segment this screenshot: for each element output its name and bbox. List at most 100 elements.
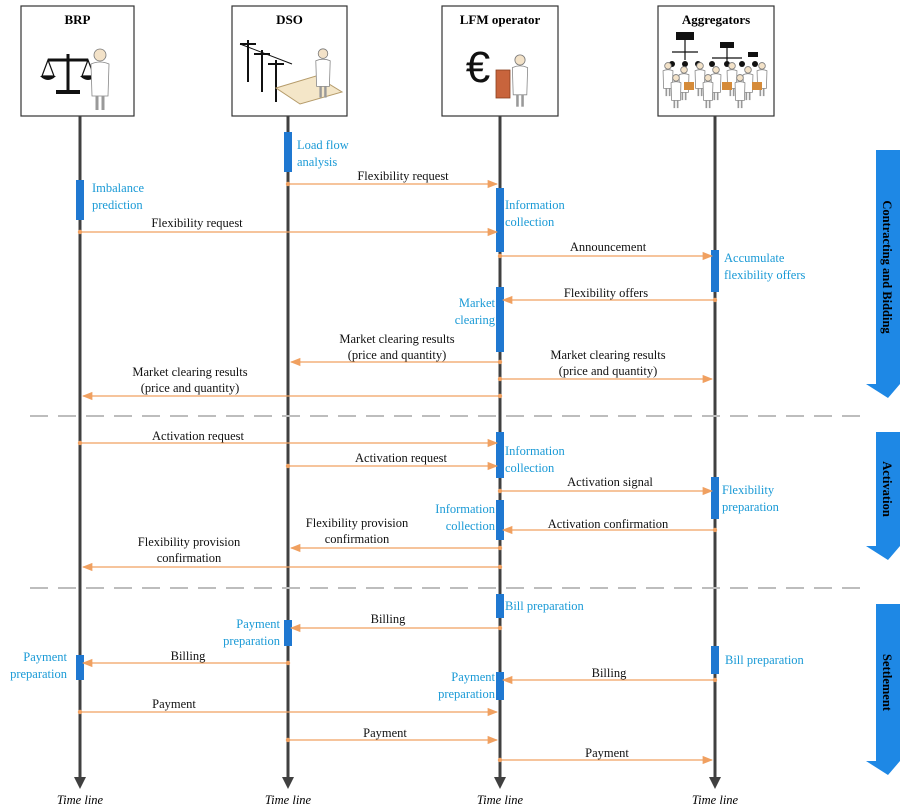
timeline-label: Time line <box>692 793 739 807</box>
timeline-label: Time line <box>265 793 312 807</box>
actor-dso: DSO <box>231 5 348 117</box>
message-label: confirmation <box>157 551 222 565</box>
timeline-label: Time line <box>57 793 104 807</box>
message-arrow: Billing <box>501 666 718 685</box>
message-label: Market clearing results <box>550 348 665 362</box>
message-arrow: Billing <box>81 649 291 668</box>
activity-bar <box>711 250 719 292</box>
message-label: Announcement <box>570 240 647 254</box>
message-arrow: Payment <box>77 697 499 717</box>
activity-bar <box>76 655 84 680</box>
activity-bar <box>496 594 504 618</box>
message-label: Flexibility request <box>357 169 449 183</box>
message-label: Activation confirmation <box>548 517 669 531</box>
message-label: Market clearing results <box>132 365 247 379</box>
timeline-label: Time line <box>477 793 524 807</box>
activity-label: Information <box>505 444 565 458</box>
euro-person-icon: € <box>466 43 529 107</box>
message-arrow: Billing <box>289 612 503 633</box>
message-arrow: Flexibility request <box>77 216 499 237</box>
activity-label: Imbalance <box>92 181 145 195</box>
message-arrow: Market clearing results (price and quanti… <box>497 348 714 384</box>
activity-label: Flexibility <box>722 483 775 497</box>
activity-bar <box>711 646 719 674</box>
message-label: (price and quantity) <box>348 348 447 362</box>
activity-bar <box>496 672 504 700</box>
activity-label: preparation <box>438 687 496 701</box>
message-label: Flexibility request <box>151 216 243 230</box>
activity-label: collection <box>446 519 496 533</box>
message-label: Market clearing results <box>339 332 454 346</box>
activity-label: Information <box>505 198 565 212</box>
phase-label: Activation <box>880 461 894 517</box>
activity-label: collection <box>505 461 555 475</box>
actor-label: DSO <box>276 12 303 27</box>
activity-bar <box>496 188 504 252</box>
activity-label: preparation <box>10 667 68 681</box>
message-label: Activation request <box>152 429 245 443</box>
activity-label: Payment <box>451 670 495 684</box>
activity-label: flexibility offers <box>724 268 805 282</box>
activity-label: collection <box>505 215 555 229</box>
power-grid-person-icon <box>239 40 344 105</box>
activity-label: Information <box>435 502 495 516</box>
activity-label: clearing <box>455 313 496 327</box>
activity-label: analysis <box>297 155 337 169</box>
message-label: Activation request <box>355 451 448 465</box>
message-label: confirmation <box>325 532 390 546</box>
message-arrow: Activation confirmation <box>501 517 718 535</box>
message-label: Flexibility offers <box>564 286 648 300</box>
message-label: (price and quantity) <box>559 364 658 378</box>
lifeline: Time line <box>265 116 312 807</box>
message-arrow: Flexibility provision confirmation <box>81 535 503 572</box>
message-label: Activation signal <box>567 475 653 489</box>
message-label: Billing <box>371 612 406 626</box>
message-label: Billing <box>171 649 206 663</box>
activity-bar <box>496 432 504 478</box>
message-arrow: Flexibility provision confirmation <box>289 516 503 553</box>
message-arrow: Activation request <box>77 429 499 448</box>
message-arrow: Market clearing results (price and quanti… <box>81 365 503 401</box>
activity-label: Payment <box>236 617 280 631</box>
activity-label: Market <box>459 296 496 310</box>
activity-label: Accumulate <box>724 251 785 265</box>
message-label: Flexibility provision <box>138 535 241 549</box>
activity-bar <box>284 132 292 172</box>
aggregator-group-icon <box>662 32 768 109</box>
activity-bar <box>496 287 504 352</box>
activity-label: Load flow <box>297 138 349 152</box>
message-label: Payment <box>152 697 196 711</box>
activity-bar <box>284 620 292 646</box>
message-label: Payment <box>585 746 629 760</box>
actor-aggregators: Aggregators <box>657 5 775 117</box>
lifeline: Time line <box>692 116 739 807</box>
phase-arrow-settlement: Settlement <box>866 604 900 775</box>
actor-lfm-operator: LFM operator € <box>441 5 559 117</box>
actor-label: Aggregators <box>682 12 750 27</box>
activity-label: preparation <box>722 500 780 514</box>
phase-label: Settlement <box>880 654 894 712</box>
scales-person-icon <box>40 48 110 110</box>
activity-bar <box>711 477 719 519</box>
message-arrow: Activation signal <box>497 475 714 496</box>
activity-label: preparation <box>223 634 281 648</box>
message-arrow: Payment <box>285 726 499 745</box>
message-label: Flexibility provision <box>306 516 409 530</box>
message-arrow: Payment <box>497 746 714 765</box>
svg-text:€: € <box>466 43 490 92</box>
actor-brp: BRP <box>20 5 135 117</box>
message-arrow: Flexibility request <box>285 169 499 189</box>
activity-label: prediction <box>92 198 143 212</box>
message-arrow: Announcement <box>497 240 714 261</box>
message-label: (price and quantity) <box>141 381 240 395</box>
message-arrow: Market clearing results (price and quanti… <box>289 332 503 367</box>
activity-bar <box>496 500 504 540</box>
message-arrow: Activation request <box>285 451 499 471</box>
actor-label: LFM operator <box>460 12 541 27</box>
message-label: Payment <box>363 726 407 740</box>
phase-arrow-contracting: Contracting and Bidding <box>866 150 900 398</box>
message-label: Billing <box>592 666 627 680</box>
activity-label: Bill preparation <box>505 599 585 613</box>
activity-label: Payment <box>23 650 67 664</box>
